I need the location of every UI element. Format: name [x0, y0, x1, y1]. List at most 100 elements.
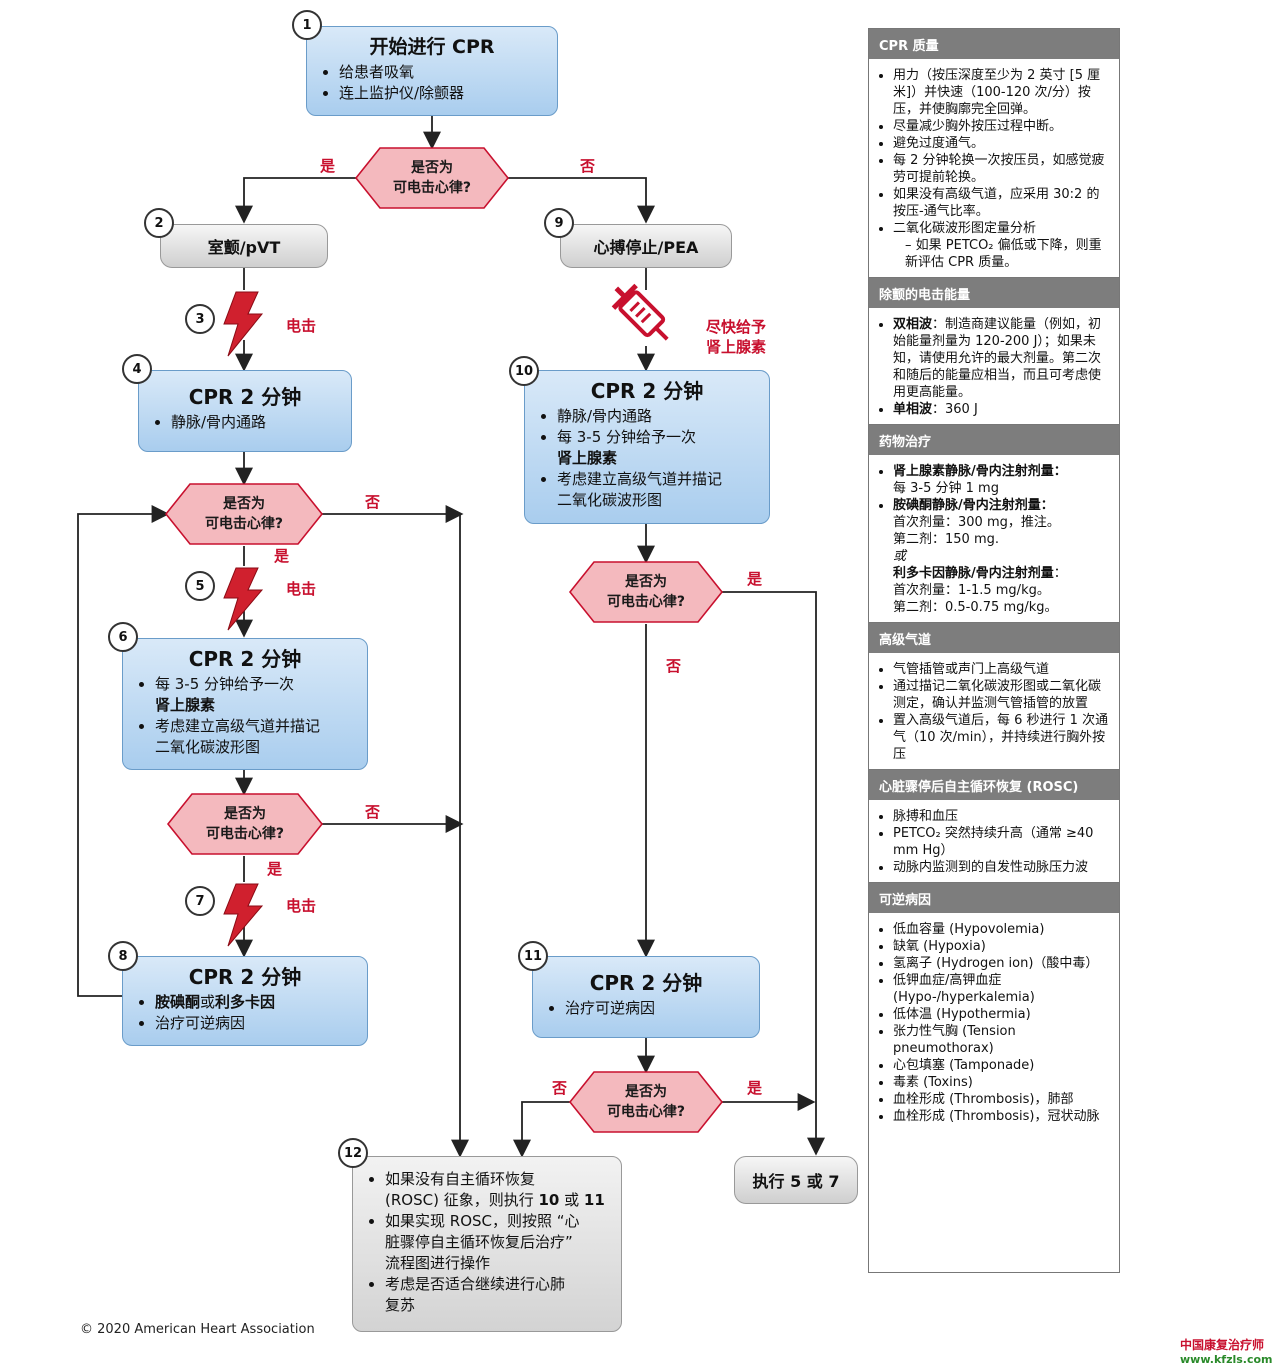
reference-panel: CPR 质量 用力（按压深度至少为 2 英寸 [5 厘米]）并快速（100-12… [868, 28, 1120, 1273]
reversible-cause-item: 血栓形成 (Thrombosis)，冠状动脉 [893, 1108, 1111, 1125]
step-1-item: 给患者吸氧 [339, 62, 543, 83]
lightning-icon-3 [223, 291, 264, 357]
yes-label: 是 [747, 1079, 763, 1097]
yes-label: 是 [274, 547, 290, 565]
yes-label: 是 [747, 570, 763, 588]
step-6-title: CPR 2 分钟 [188, 647, 302, 671]
no-label: 否 [666, 657, 682, 675]
step-11-item: 治疗可逆病因 [565, 998, 745, 1019]
step-number-7: 7 [185, 886, 215, 916]
yes-label: 是 [267, 860, 283, 878]
step-number-8: 8 [108, 941, 138, 971]
no-label: 否 [580, 157, 596, 175]
drugs-header: 药物治疗 [869, 425, 1119, 455]
cpr-quality-header: CPR 质量 [869, 29, 1119, 59]
decision-1-text: 是否为可电击心律? [392, 160, 472, 196]
reversible-cause-item: 低血容量 (Hypovolemia) [893, 921, 1111, 938]
flow-connectors [77, 116, 825, 1158]
drugs-section: 肾上腺素静脉/骨内注射剂量：每 3-5 分钟 1 mg 胺碘酮静脉/骨内注射剂量… [869, 455, 1119, 623]
execute-5-or-7: 执行 5 或 7 [734, 1156, 858, 1204]
no-label: 否 [365, 803, 381, 821]
reversible-cause-item: 氢离子 (Hydrogen ion)（酸中毒） [893, 955, 1111, 972]
shock-energy-section: 双相波：制造商建议能量（例如，初始能量剂量为 120-200 J）；如果未知，请… [869, 308, 1119, 425]
step-number-9: 9 [544, 208, 574, 238]
rosc-item: PETCO₂ 突然持续升高（通常 ≥40 mm Hg） [893, 825, 1111, 859]
step-number-10: 10 [509, 356, 539, 386]
shock-energy-biphasic: 双相波：制造商建议能量（例如，初始能量剂量为 120-200 J）；如果未知，请… [893, 316, 1111, 401]
shock-label-5: 电击 [286, 580, 317, 598]
step-9-asystole-pea: 心搏停止/PEA [560, 224, 732, 268]
step-number-4: 4 [122, 354, 152, 384]
step-2-vf-pvt: 室颤/pVT [160, 224, 328, 268]
decision-3-text: 是否为可电击心律? [205, 806, 285, 842]
step-4-cpr: CPR 2 分钟 静脉/骨内通路 [138, 370, 352, 452]
watermark-title: 中国康复治疗师 [1180, 1338, 1265, 1352]
reversible-cause-item: 血栓形成 (Thrombosis)，肺部 [893, 1091, 1111, 1108]
step-1-start-cpr: 开始进行 CPR 给患者吸氧 连上监护仪/除颤器 [306, 26, 558, 116]
step-number-5: 5 [185, 571, 215, 601]
cpr-quality-item: 避免过度通气。 [893, 135, 1111, 152]
decision-hexagon-1 [354, 147, 510, 209]
reversible-cause-item: 缺氧 (Hypoxia) [893, 938, 1111, 955]
step-10-item: 静脉/骨内通路 [557, 406, 755, 427]
step-11-cpr: CPR 2 分钟 治疗可逆病因 [532, 956, 760, 1038]
reversible-cause-item: 毒素 (Toxins) [893, 1074, 1111, 1091]
decision-hexagon-4 [568, 561, 724, 623]
airway-header: 高级气道 [869, 623, 1119, 653]
cpr-quality-sub: – 如果 PETCO₂ 偏低或下降，则重新评估 CPR 质量。 [905, 238, 1102, 270]
airway-item: 气管插管或声门上高级气道 [893, 661, 1111, 678]
no-label: 否 [552, 1079, 568, 1097]
airway-item: 通过描记二氧化碳波形图或二氧化碳测定，确认并监测气管插管的放置 [893, 678, 1111, 712]
decision-4-text: 是否为可电击心律? [606, 574, 686, 610]
epinephrine-label: 尽快给予肾上腺素 [706, 318, 767, 356]
step-number-3: 3 [185, 304, 215, 334]
step-12-rosc-check: 如果没有自主循环恢复(ROSC) 征象，则执行 10 或 11 如果实现 ROS… [352, 1156, 622, 1332]
cpr-quality-item: 如果没有高级气道，应采用 30:2 的按压-通气比率。 [893, 186, 1111, 220]
step-number-6: 6 [108, 622, 138, 652]
step-number-12: 12 [338, 1138, 368, 1168]
rosc-header: 心脏骤停后自主循环恢复 (ROSC) [869, 770, 1119, 800]
airway-section: 气管插管或声门上高级气道 通过描记二氧化碳波形图或二氧化碳测定，确认并监测气管插… [869, 653, 1119, 770]
rosc-section: 脉搏和血压 PETCO₂ 突然持续升高（通常 ≥40 mm Hg） 动脉内监测到… [869, 800, 1119, 883]
shock-label-3: 电击 [286, 317, 317, 335]
reversible-causes-section: 低血容量 (Hypovolemia) 缺氧 (Hypoxia) 氢离子 (Hyd… [869, 913, 1119, 1131]
lightning-icon-5 [223, 567, 264, 631]
reversible-cause-item: 低钾血症/高钾血症 (Hypo-/hyperkalemia) [893, 972, 1111, 1006]
step-1-item: 连上监护仪/除颤器 [339, 83, 543, 104]
drug-epinephrine: 肾上腺素静脉/骨内注射剂量：每 3-5 分钟 1 mg [893, 463, 1111, 497]
shock-energy-header: 除颤的电击能量 [869, 278, 1119, 308]
step-number-1: 1 [292, 10, 322, 40]
step-12-item: 如果没有自主循环恢复(ROSC) 征象，则执行 10 或 11 [385, 1169, 607, 1211]
cpr-quality-section: 用力（按压深度至少为 2 英寸 [5 厘米]）并快速（100-120 次/分）按… [869, 59, 1119, 278]
reversible-causes-header: 可逆病因 [869, 883, 1119, 913]
yes-label: 是 [320, 157, 336, 175]
rosc-item: 动脉内监测到的自发性动脉压力波 [893, 859, 1111, 876]
reversible-cause-item: 低体温 (Hypothermia) [893, 1006, 1111, 1023]
step-8-cpr: CPR 2 分钟 胺碘酮或利多卡因 治疗可逆病因 [122, 956, 368, 1046]
decision-hexagon-3 [166, 793, 324, 855]
no-label: 否 [365, 493, 381, 511]
watermark-url: www.kfzls.com [1180, 1353, 1273, 1366]
rosc-item: 脉搏和血压 [893, 808, 1111, 825]
step-11-title: CPR 2 分钟 [589, 971, 703, 995]
decision-2-text: 是否为可电击心律? [204, 496, 284, 532]
shock-label-7: 电击 [286, 897, 317, 915]
step-1-title: 开始进行 CPR [369, 36, 495, 58]
step-number-11: 11 [518, 941, 548, 971]
syringe-icon [611, 283, 669, 341]
shock-energy-monophasic: 单相波：360 J [893, 401, 1111, 418]
step-8-title: CPR 2 分钟 [188, 965, 302, 989]
copyright: © 2020 American Heart Association [80, 1322, 315, 1337]
step-8-item: 治疗可逆病因 [155, 1013, 353, 1034]
cpr-quality-item: 每 2 分钟轮换一次按压员，如感觉疲劳可提前轮换。 [893, 152, 1111, 186]
cpr-quality-item: 二氧化碳波形图定量分析 [893, 220, 1111, 237]
step-10-title: CPR 2 分钟 [590, 379, 704, 403]
step-4-title: CPR 2 分钟 [188, 385, 302, 409]
